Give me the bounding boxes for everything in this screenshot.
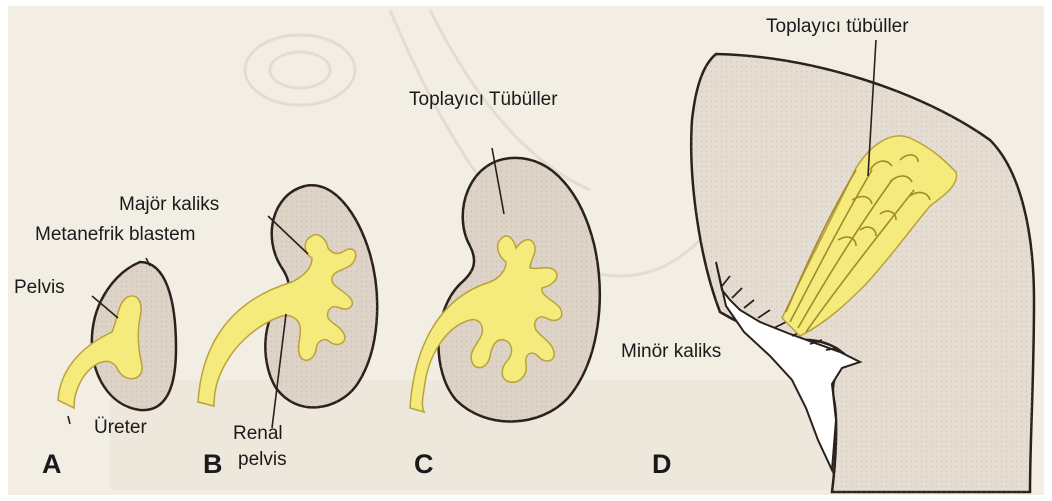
stage-letter-b: B — [203, 451, 223, 478]
minor-calyx-label: Minör kaliks — [621, 342, 721, 361]
pelvis-label: Pelvis — [14, 278, 65, 297]
metanephric-blastema-label: Metanefrik blastem — [35, 225, 196, 244]
collecting-tubules-c-label: Toplayıcı Tübüller — [409, 90, 558, 109]
renal-pelvis-label-line2: pelvis — [238, 450, 287, 469]
stage-letter-d: D — [652, 451, 672, 478]
collecting-tubules-d-label: Toplayıcı tübüller — [766, 17, 909, 36]
major-calyx-label: Majör kaliks — [119, 195, 219, 214]
ureter-label: Üreter — [94, 418, 147, 437]
renal-pelvis-label-line1: Renal — [233, 424, 283, 443]
stage-letter-a: A — [42, 451, 62, 478]
stage-letter-c: C — [414, 451, 434, 478]
